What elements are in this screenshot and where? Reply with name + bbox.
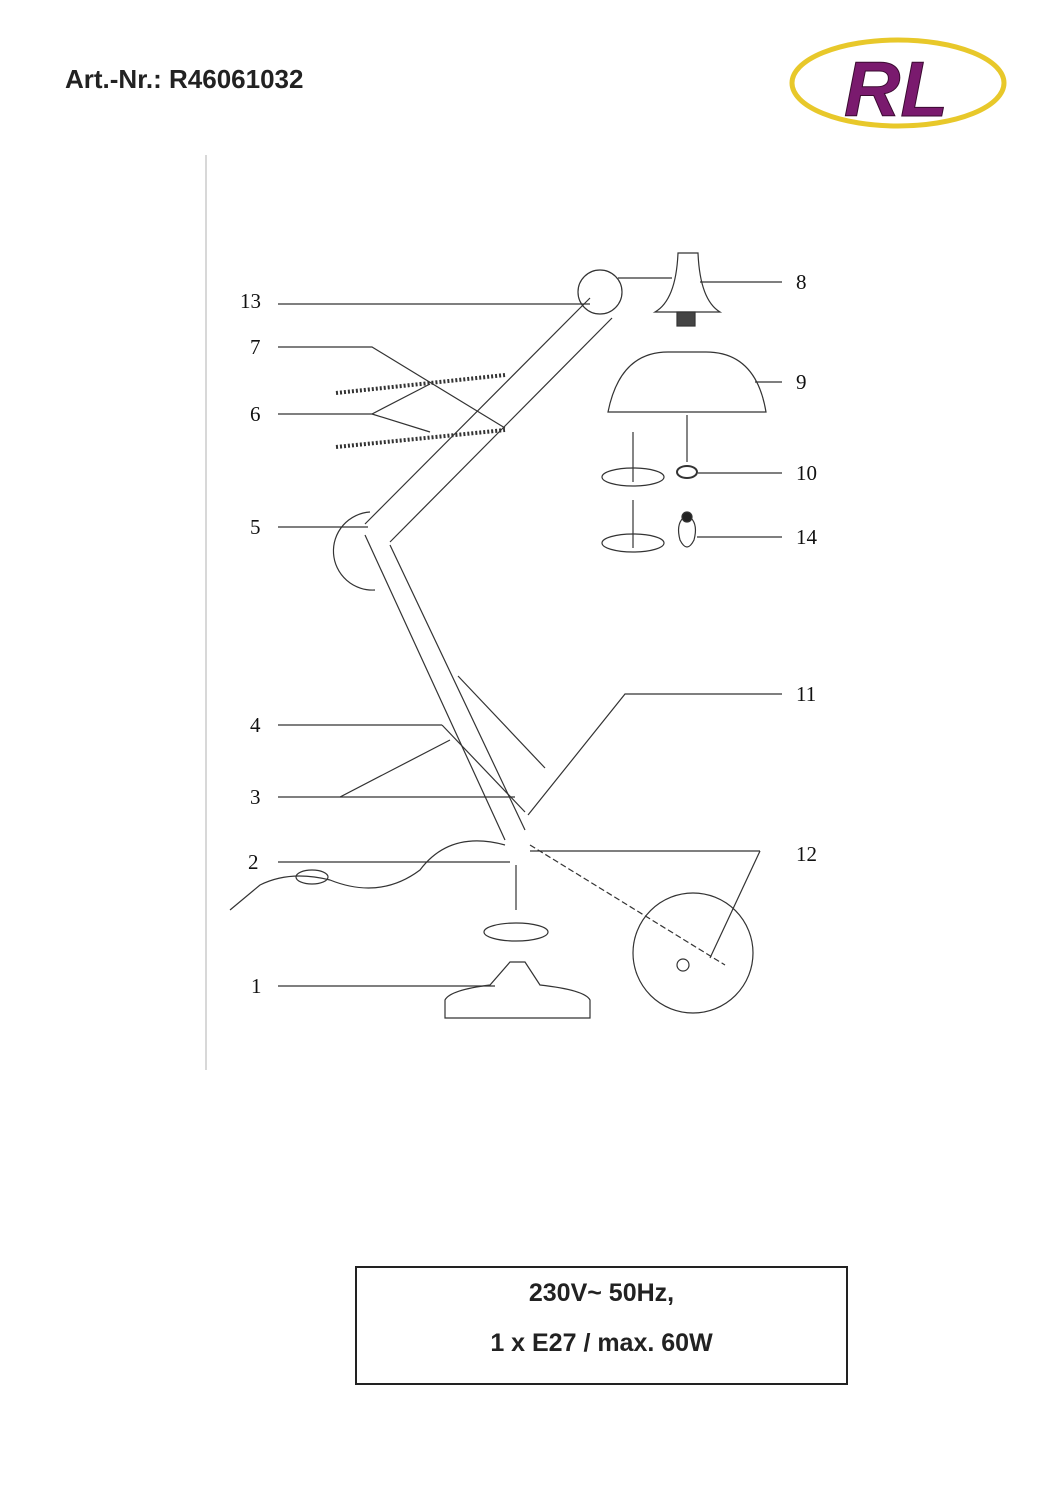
label-7: 7 <box>250 335 261 359</box>
part-labels: 13 7 6 5 4 3 2 1 8 9 10 14 11 12 <box>240 270 818 998</box>
electrical-spec-box: 230V~ 50Hz, 1 x E27 / max. 60W <box>355 1266 848 1385</box>
label-3: 3 <box>250 785 261 809</box>
svg-text:RL: RL <box>844 45 948 130</box>
spec-voltage: 230V~ 50Hz, <box>528 1279 675 1307</box>
label-5: 5 <box>250 515 261 539</box>
label-14: 14 <box>796 525 818 549</box>
label-12: 12 <box>796 842 817 866</box>
spec-bulb: 1 x E27 / max. 60W <box>490 1329 713 1357</box>
label-11: 11 <box>796 682 816 706</box>
label-8: 8 <box>796 270 807 294</box>
exploded-lamp-diagram: 13 7 6 5 4 3 2 1 8 9 10 14 11 12 <box>205 155 818 1070</box>
label-4: 4 <box>250 713 261 737</box>
rl-logo: RL <box>789 37 1007 130</box>
label-10: 10 <box>796 461 817 485</box>
article-number: Art.-Nr.: R46061032 <box>65 64 304 94</box>
label-13: 13 <box>240 289 261 313</box>
label-2: 2 <box>248 850 259 874</box>
label-9: 9 <box>796 370 807 394</box>
label-1: 1 <box>251 974 262 998</box>
label-6: 6 <box>250 402 261 426</box>
